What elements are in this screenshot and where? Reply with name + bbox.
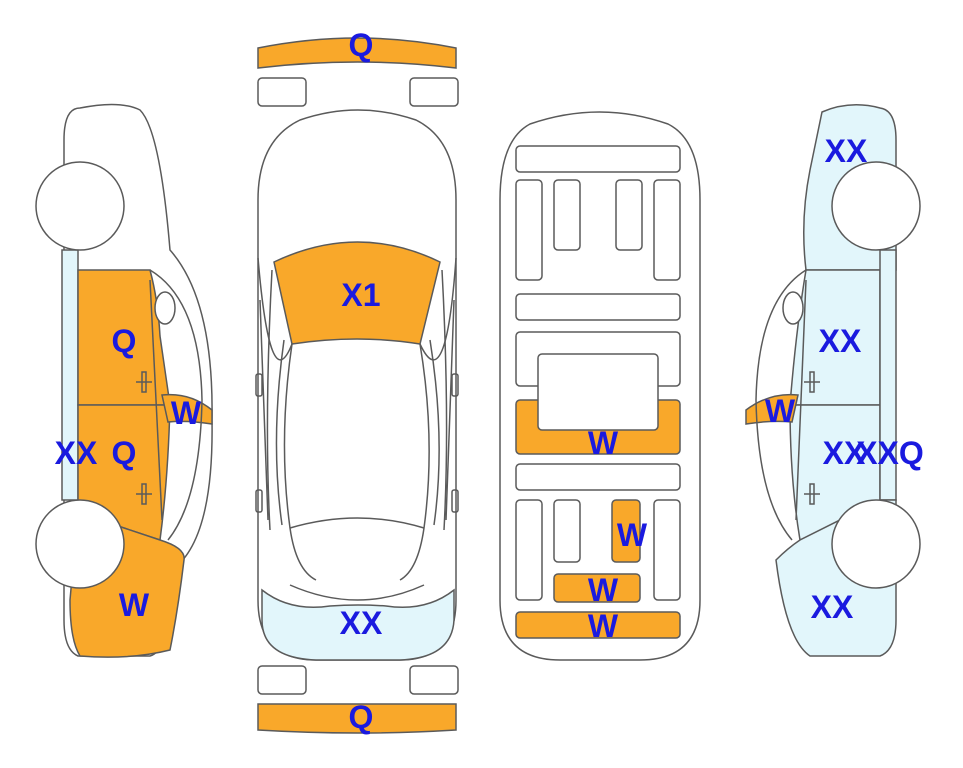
label-floor-center: W bbox=[588, 425, 619, 461]
left-handle-top bbox=[255, 489, 263, 513]
underside-rr-rail bbox=[653, 499, 681, 601]
left-body-outline bbox=[63, 103, 213, 657]
left-b-pillar bbox=[149, 279, 163, 521]
label-floor-bottom: W bbox=[588, 608, 619, 644]
left-mirror-glass bbox=[154, 291, 176, 325]
labels: Q X1 XX Q W W W W Q Q W XX W XX XX W XX … bbox=[55, 27, 924, 735]
right-handle-1 bbox=[804, 371, 820, 393]
underside-f-inner-l bbox=[553, 179, 581, 251]
underside-tunnel bbox=[537, 353, 659, 431]
front-bumper[interactable] bbox=[257, 37, 457, 69]
label-right-rocker: XXQ bbox=[856, 435, 924, 471]
label-right-front-fender: XX bbox=[825, 133, 868, 169]
rear-right-lamp bbox=[409, 665, 459, 695]
label-right-rear-quarter: XX bbox=[811, 589, 854, 625]
underside-cross-3 bbox=[515, 463, 681, 491]
underside-fl-rail bbox=[515, 179, 543, 281]
rear-bumper[interactable] bbox=[257, 703, 457, 734]
right-front-wheel bbox=[831, 161, 921, 251]
roof-rear-line bbox=[289, 517, 425, 529]
left-mirror-top bbox=[255, 373, 263, 397]
left-mirror[interactable] bbox=[161, 393, 213, 425]
cabin-right bbox=[399, 343, 430, 581]
left-window-line bbox=[149, 269, 203, 541]
front-left-lamp bbox=[257, 77, 307, 107]
label-right-front-door: XX bbox=[819, 323, 862, 359]
left-handle-2 bbox=[136, 483, 152, 505]
label-floor-small: W bbox=[617, 517, 648, 553]
right-mirror[interactable] bbox=[745, 393, 799, 425]
label-right-mirror: W bbox=[765, 393, 796, 429]
right-rear-wheel bbox=[831, 499, 921, 589]
label-right-rear-door: XX bbox=[823, 435, 866, 471]
top-left-side bbox=[257, 257, 293, 521]
label-left-rear-door: Q bbox=[112, 435, 137, 471]
top-right-side bbox=[419, 257, 457, 521]
underside-f-inner-r bbox=[615, 179, 643, 251]
label-front-bumper: Q bbox=[349, 27, 374, 63]
label-left-front-door: Q bbox=[112, 323, 137, 359]
top-view bbox=[255, 37, 459, 734]
rear-panel[interactable] bbox=[261, 588, 455, 661]
rear-left-lamp bbox=[257, 665, 307, 695]
underside-view bbox=[499, 111, 701, 661]
underside-front-bar bbox=[515, 145, 681, 173]
underside-r-inner-l bbox=[553, 499, 581, 563]
label-rear-bumper: Q bbox=[349, 699, 374, 735]
underside-floor-small2[interactable] bbox=[553, 573, 641, 603]
right-mirror-top bbox=[451, 373, 459, 397]
underside-rl-rail bbox=[515, 499, 543, 601]
windshield-panel[interactable] bbox=[273, 241, 441, 345]
right-b-pillar bbox=[795, 279, 807, 521]
right-window-line bbox=[755, 269, 807, 541]
cabin-left bbox=[283, 343, 317, 581]
label-rear-panel: XX bbox=[340, 605, 383, 641]
label-left-mirror: W bbox=[171, 395, 202, 431]
label-windshield: X1 bbox=[341, 277, 380, 313]
left-handle-1 bbox=[136, 371, 152, 393]
label-left-rocker: XX bbox=[55, 435, 98, 471]
right-handle-top bbox=[451, 489, 459, 513]
label-left-rear-quarter: W bbox=[119, 587, 150, 623]
underside-fr-rail bbox=[653, 179, 681, 281]
label-floor-small2: W bbox=[588, 572, 619, 608]
right-handle-2 bbox=[804, 483, 820, 505]
right-side-view bbox=[745, 104, 921, 657]
front-right-lamp bbox=[409, 77, 459, 107]
left-side-view bbox=[35, 103, 213, 658]
underside-floor-bottom[interactable] bbox=[515, 611, 681, 639]
rear-window-line bbox=[289, 584, 425, 601]
underside-floor-small[interactable] bbox=[611, 499, 641, 563]
left-front-wheel bbox=[35, 161, 125, 251]
cabin-inner-right bbox=[429, 269, 448, 531]
cabin-inner-left bbox=[266, 269, 285, 531]
left-rear-wheel bbox=[35, 499, 125, 589]
underside-outline bbox=[499, 111, 701, 661]
right-mirror-glass bbox=[782, 291, 804, 325]
underside-cross-1 bbox=[515, 293, 681, 321]
